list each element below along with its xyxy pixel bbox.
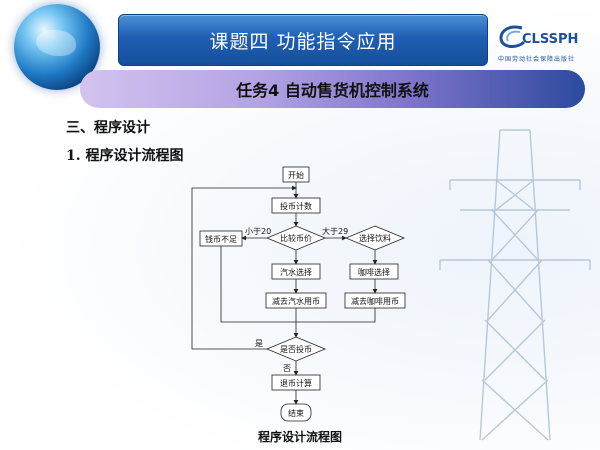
end-label: 结束 [288, 408, 304, 418]
compare-label: 比较币价 [280, 233, 312, 243]
edge-insufficient-merge [220, 246, 296, 323]
task-bar: 任务4 自动售货机控制系统 [80, 70, 585, 108]
task-title: 任务4 自动售货机控制系统 [236, 81, 429, 100]
edge-label-less-than: 小于20 [245, 227, 271, 236]
edge-label-no: 否 [283, 364, 291, 373]
swoosh-icon [499, 25, 526, 48]
page-title: 课题四 功能指令应用 [209, 30, 397, 53]
globe-land-decoration [36, 30, 76, 56]
publisher-logo: CLSSPH 中国劳动社会保障出版社 [494, 16, 598, 64]
soda-deduct-label: 减去汽水用币 [272, 296, 320, 306]
logo-text: CLSSPH [522, 32, 579, 47]
coin-in-label: 是否投币 [280, 344, 312, 354]
start-label: 开始 [288, 170, 304, 180]
edge-label-greater-than: 大于29 [322, 226, 348, 236]
power-tower-illustration [439, 129, 591, 441]
subsection-heading: 1. 程序设计流程图 [66, 148, 184, 164]
title-bar: 课题四 功能指令应用 [118, 14, 488, 66]
coffee-deduct-label: 减去咖啡用币 [351, 296, 399, 306]
figure-caption: 程序设计流程图 [257, 430, 342, 444]
coffee-select-label: 咖啡选择 [358, 267, 390, 277]
section-heading: 三、程序设计 [66, 120, 150, 136]
choose-label: 选择饮料 [359, 233, 391, 243]
insufficient-label: 钱币不足 [205, 234, 237, 244]
logo-subtitle: 中国劳动社会保障出版社 [498, 56, 576, 63]
edge-coin-in-yes-loop [191, 185, 297, 350]
edge-label-yes: 是 [255, 339, 263, 348]
edge-coffee-deduct-merge [296, 308, 376, 323]
refund-label: 退币计算 [280, 378, 312, 388]
count-label: 投币计数 [280, 201, 312, 211]
soda-select-label: 汽水选择 [280, 267, 312, 277]
